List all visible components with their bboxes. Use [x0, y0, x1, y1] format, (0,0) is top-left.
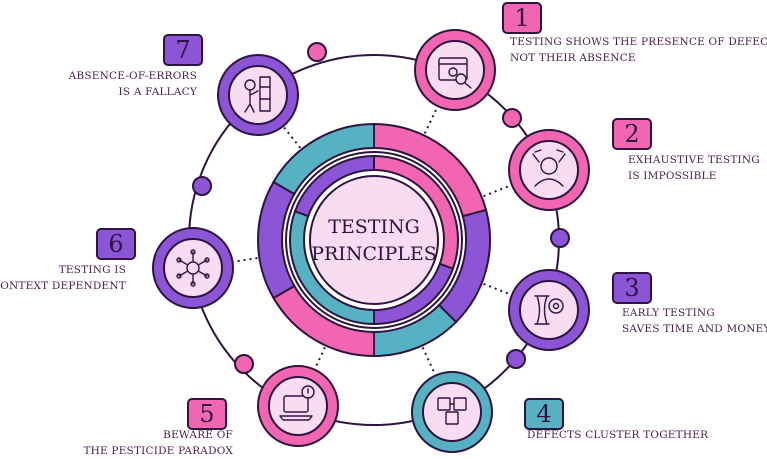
principle-node-1: [414, 29, 496, 111]
principle-1-label: TESTING SHOWS THE PRESENCE OF DEFECTS, N…: [510, 34, 767, 66]
principle-node-7: [217, 54, 299, 136]
center-circle: [309, 175, 439, 305]
principle-5-line1: BEWARE OF: [163, 429, 233, 441]
node-inner-circle: [519, 280, 579, 340]
circuit-network-icon: [176, 249, 210, 287]
orbit-dot: [550, 228, 570, 248]
node-inner-circle: [519, 140, 579, 200]
principle-6-line2: CONTEXT DEPENDENT: [0, 280, 126, 292]
principle-7-number: 7: [163, 34, 203, 66]
outer-ring-segment: [272, 122, 375, 196]
principle-6-label: TESTING IS CONTEXT DEPENDENT: [0, 262, 126, 294]
orbit-dot: [307, 42, 327, 62]
center-title-line2: PRINCIPLES: [311, 243, 437, 265]
person-wall-icon: [244, 76, 271, 113]
node-inner-circle: [228, 65, 288, 125]
outer-segmented-ring: [257, 122, 491, 358]
inner-ring-segment: [293, 154, 375, 218]
principle-node-3: [508, 269, 590, 351]
principle-6-line1: TESTING IS: [58, 264, 126, 276]
orbit-dot: [502, 108, 522, 128]
principle-4-label: DEFECTS CLUSTER TOGETHER: [527, 427, 708, 443]
principle-node-4: [411, 371, 493, 453]
principle-3-number: 3: [612, 272, 652, 304]
principle-4-line1: DEFECTS CLUSTER TOGETHER: [527, 429, 709, 441]
principle-1-line2: NOT THEIR ABSENCE: [510, 52, 636, 64]
principle-node-2: [508, 129, 590, 211]
frustrated-person-icon: [532, 149, 566, 187]
orbit-dot: [506, 349, 526, 369]
principle-7-line1: ABSENCE-OF-ERRORS: [68, 70, 197, 82]
node-inner-circle: [425, 40, 485, 100]
principle-2-line2: IS IMPOSSIBLE: [628, 170, 717, 182]
principle-3-label: EARLY TESTING SAVES TIME AND MONEY: [622, 305, 767, 337]
principle-3-line1: EARLY TESTING: [622, 307, 715, 319]
laptop-alert-icon: [279, 385, 315, 421]
cluster-cubes-icon: [437, 397, 467, 425]
orbit-dot: [234, 354, 254, 374]
principle-7-label: ABSENCE-OF-ERRORS IS A FALLACY: [69, 68, 197, 100]
hourglass-gear-icon: [534, 295, 564, 325]
principle-2-line1: EXHAUSTIVE TESTING: [628, 154, 760, 166]
principle-3-line2: SAVES TIME AND MONEY: [622, 323, 767, 335]
orbit-dot: [192, 176, 212, 196]
center-title-line1: TESTING: [328, 216, 420, 238]
principle-nodes: [152, 29, 590, 453]
principle-4-number: 4: [524, 398, 564, 430]
principle-2-number: 2: [612, 118, 652, 150]
principle-6-number: 6: [96, 228, 136, 260]
browser-bug-search-icon: [438, 57, 472, 89]
principle-5-number: 5: [187, 398, 227, 430]
principle-5-label: BEWARE OF THE PESTICIDE PARADOX: [83, 427, 233, 459]
principle-7-line2: IS A FALLACY: [118, 86, 197, 98]
principle-1-line1: TESTING SHOWS THE PRESENCE OF DEFECTS,: [510, 36, 767, 48]
principle-5-line2: THE PESTICIDE PARADOX: [83, 445, 233, 457]
principle-node-6: [152, 227, 234, 309]
principle-1-number: 1: [502, 2, 542, 34]
node-inner-circle: [268, 376, 328, 436]
principle-node-5: [257, 365, 339, 447]
principle-2-label: EXHAUSTIVE TESTING IS IMPOSSIBLE: [628, 152, 760, 184]
node-inner-circle: [163, 238, 223, 298]
